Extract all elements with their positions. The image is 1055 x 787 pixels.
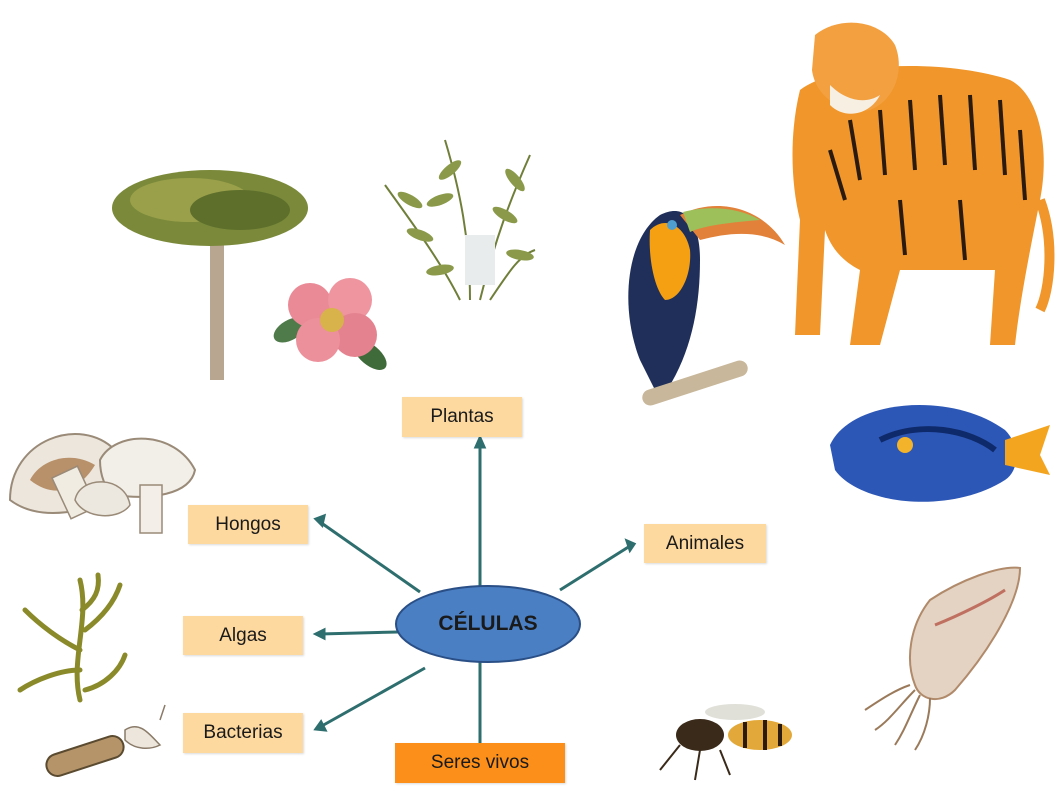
connector-algas	[320, 632, 398, 634]
node-bacterias: Bacterias	[183, 713, 303, 753]
node-hongos: Hongos	[188, 505, 308, 544]
tiger-icon	[793, 23, 1050, 345]
node-algas: Algas	[183, 616, 303, 655]
flower-icon	[269, 278, 391, 376]
toucan-icon	[628, 206, 785, 408]
alga-icon	[20, 575, 125, 700]
blue-tang-fish-icon	[830, 405, 1050, 502]
node-plantas: Plantas	[402, 397, 522, 437]
connector-hongos	[320, 522, 420, 592]
celulas-label: CÉLULAS	[396, 586, 580, 662]
fern-pot	[465, 235, 495, 285]
node-animales: Animales	[644, 524, 766, 563]
bacterium-icon	[44, 705, 165, 779]
node-seres-vivos: Seres vivos	[395, 743, 565, 783]
wasp-icon	[660, 704, 792, 780]
squid-icon	[865, 568, 1020, 750]
mushrooms-icon	[10, 434, 195, 533]
connector-bacterias	[320, 668, 425, 727]
tree-icon	[112, 170, 308, 380]
connector-animales	[560, 546, 630, 590]
